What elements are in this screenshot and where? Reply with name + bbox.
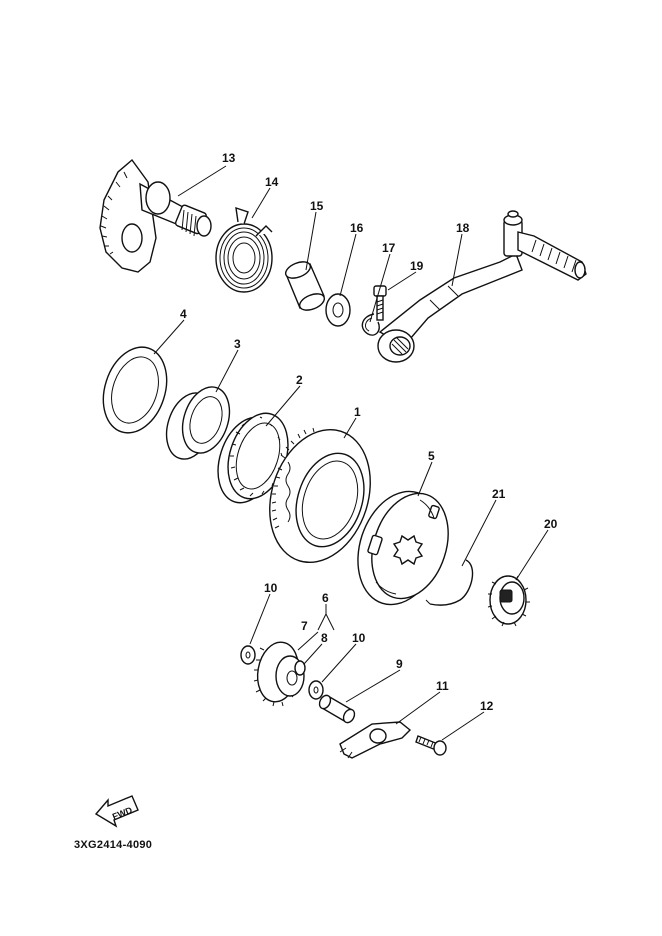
part-17-circlip (361, 313, 380, 336)
fwd-arrow-icon: FWD (94, 795, 139, 828)
leader-lines (153, 165, 549, 741)
part-4-washer (102, 346, 168, 434)
part-21-clip (425, 559, 474, 606)
part-3-race (165, 386, 231, 460)
part-10-washer-left (240, 645, 256, 665)
part-9-shaft (318, 694, 356, 724)
callout-11: 11 (436, 679, 449, 693)
part-5-clutch-housing (357, 490, 449, 606)
callout-7: 7 (301, 619, 308, 633)
callout-15: 15 (310, 199, 324, 213)
callout-20: 20 (544, 517, 558, 531)
part-10-washer-right (308, 680, 324, 700)
callout-4: 4 (180, 307, 187, 321)
callout-10-left: 10 (264, 581, 278, 595)
callout-1: 1 (354, 405, 361, 419)
part-8-washer (294, 660, 306, 676)
callout-9: 9 (396, 657, 403, 671)
callout-13: 13 (222, 151, 236, 165)
part-14-spring (215, 206, 273, 293)
part-16-washer (325, 293, 351, 327)
part-2-clutch-cage (217, 412, 289, 504)
diagram-code: 3XG2414-4090 (74, 839, 152, 851)
part-11-stopper (339, 721, 412, 759)
callout-5: 5 (428, 449, 435, 463)
part-12-screw (415, 735, 447, 756)
callout-14: 14 (265, 175, 279, 189)
part-7-idler-gear (253, 641, 305, 707)
callout-19: 19 (410, 259, 424, 273)
callout-18: 18 (456, 221, 470, 235)
part-1-ring-gear (269, 427, 371, 564)
callout-6: 6 (322, 591, 329, 605)
part-15-collar (284, 261, 326, 311)
part-19-bolt (373, 285, 387, 321)
callout-16: 16 (350, 221, 364, 235)
callout-12: 12 (480, 699, 494, 713)
callout-8: 8 (321, 631, 328, 645)
callout-17: 17 (382, 241, 396, 255)
callout-3: 3 (234, 337, 241, 351)
callout-21: 21 (492, 487, 506, 501)
callouts: 13 14 15 16 17 18 19 4 3 2 1 5 21 20 10 … (180, 151, 558, 713)
part-18-kick-crank (377, 210, 587, 363)
part-20-gear (487, 575, 530, 627)
callout-10-right: 10 (352, 631, 366, 645)
part-13-kick-axle (99, 158, 212, 273)
callout-2: 2 (296, 373, 303, 387)
